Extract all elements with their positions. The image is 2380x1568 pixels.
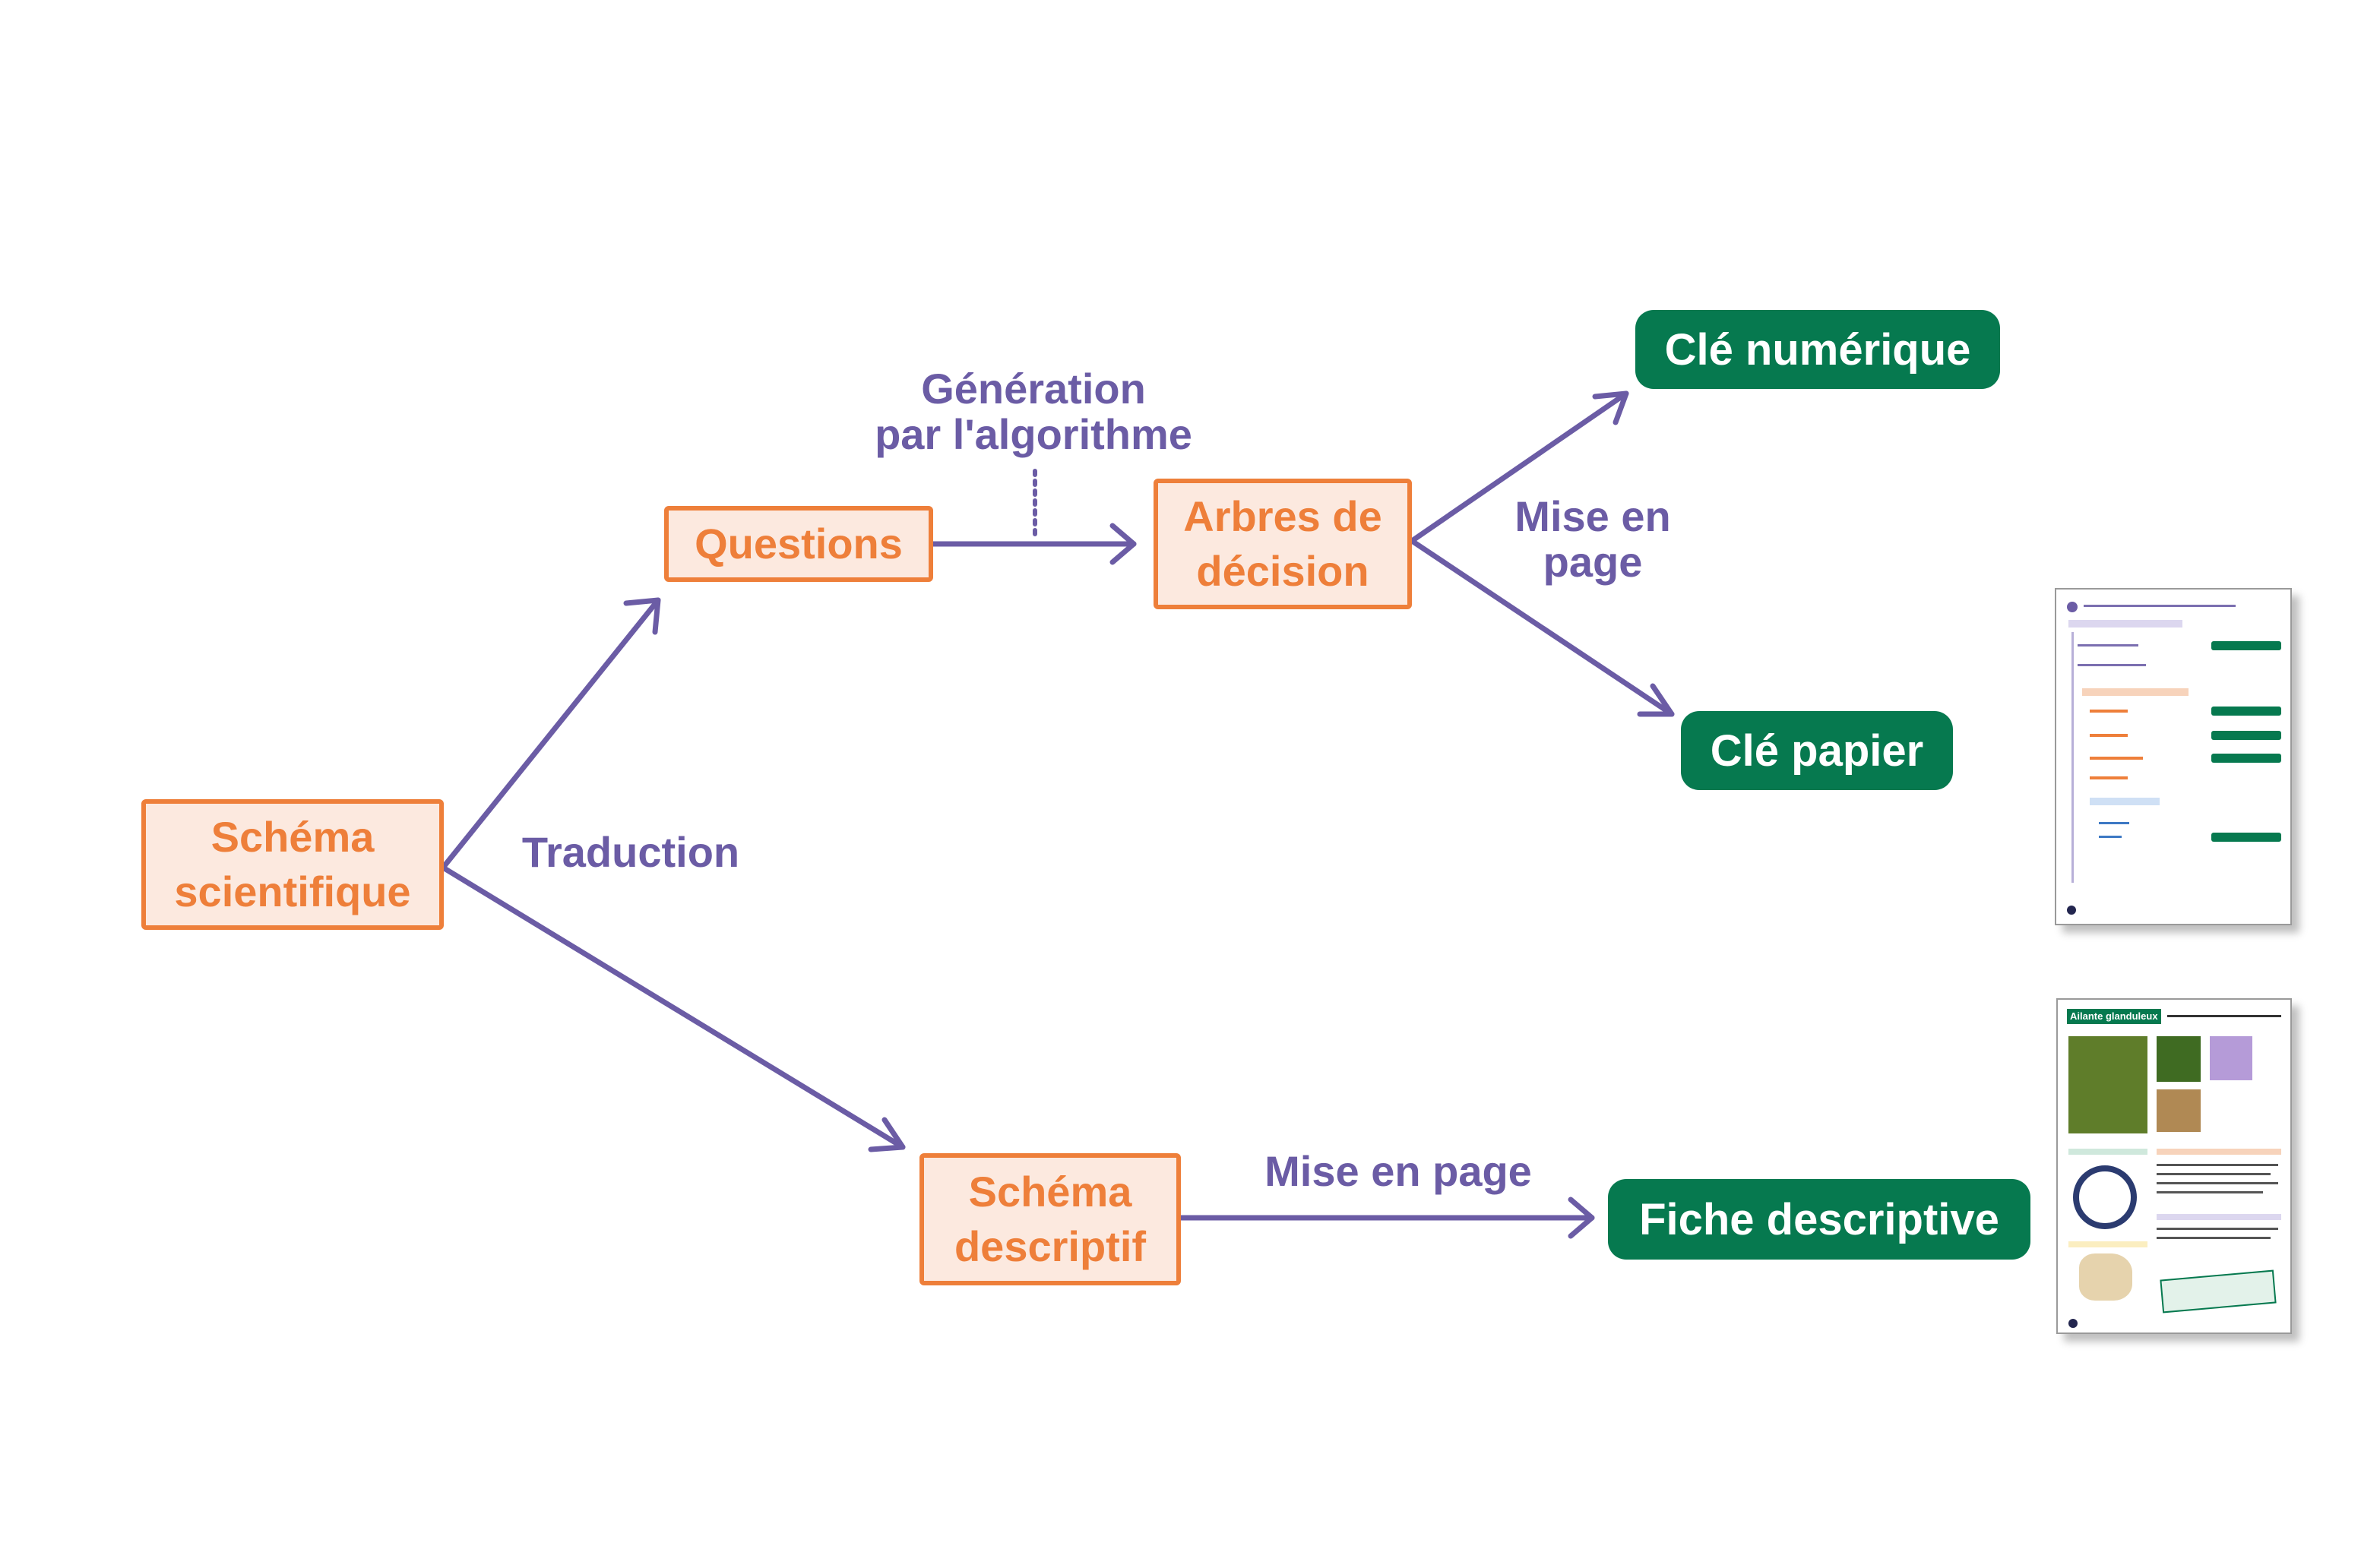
thumb-green-chip-2	[2211, 707, 2281, 716]
thumb-header-line	[2084, 605, 2236, 607]
arrow-schema-to-descriptif	[440, 865, 906, 1150]
arrowhead-descriptif-to-fiche	[1568, 1197, 1595, 1239]
node-cle-papier: Clé papier	[1681, 711, 1953, 790]
thumb-fiche-orange-header	[2157, 1149, 2281, 1155]
arrowhead-arbres-to-cle-papier	[1637, 683, 1675, 717]
thumb-fiche-title: Ailante glanduleux	[2067, 1009, 2161, 1024]
node-fiche-descriptive: Fiche descriptive	[1608, 1179, 2030, 1260]
node-schema-descriptif-line1: Schéma	[968, 1168, 1132, 1216]
thumb-fiche-subtitle	[2167, 1015, 2281, 1017]
node-arbres-line1: Arbres de	[1183, 492, 1382, 540]
thumb-fiche-text-1	[2157, 1164, 2278, 1166]
thumb-green-chip-3	[2211, 731, 2281, 740]
thumb-orange-bar	[2082, 688, 2189, 696]
arrowhead-questions-to-arbres	[1109, 523, 1137, 565]
thumb-fiche-text-6	[2157, 1237, 2271, 1239]
node-fiche-descriptive-label: Fiche descriptive	[1639, 1194, 1999, 1244]
thumb-header-icon	[2067, 602, 2078, 612]
thumb-green-chip-1	[2211, 641, 2281, 650]
thumb-fiche-text-4	[2157, 1191, 2263, 1193]
edge-label-mise-en-page-top-line1: Mise en	[1514, 492, 1671, 540]
node-cle-papier-label: Clé papier	[1710, 726, 1924, 776]
thumb-fiche-page-number	[2068, 1319, 2078, 1328]
thumb-fiche-callout	[2160, 1269, 2277, 1314]
thumb-fiche-text-5	[2157, 1228, 2278, 1230]
node-questions: Questions	[664, 506, 933, 582]
node-cle-numerique-label: Clé numérique	[1664, 324, 1971, 375]
thumb-fiche-photo-4	[2157, 1089, 2201, 1132]
node-schema-descriptif-line2: descriptif	[954, 1222, 1147, 1270]
edge-label-generation-line2: par l'algorithme	[875, 410, 1192, 458]
thumb-row-2	[2078, 664, 2146, 666]
arrow-schema-to-questions	[440, 597, 661, 871]
node-schema-scientifique: Schéma scientifique	[141, 799, 444, 930]
arrow-arbres-to-cle-numerique	[1409, 390, 1629, 544]
node-arbres-de-decision: Arbres de décision	[1154, 479, 1412, 609]
edge-label-generation: Génération par l'algorithme	[843, 366, 1223, 457]
thumb-fiche-photo-main	[2068, 1036, 2147, 1133]
thumb-fiche-calendar-wheel	[2073, 1165, 2137, 1229]
thumb-fiche-purple-header	[2157, 1214, 2281, 1220]
edge-label-mise-en-page-bottom: Mise en page	[1231, 1149, 1565, 1194]
thumb-fiche-photo-3	[2210, 1036, 2252, 1080]
thumb-orange-row-4	[2090, 776, 2128, 779]
thumb-green-chip-5	[2211, 833, 2281, 842]
thumb-fiche-green-header	[2068, 1149, 2147, 1155]
thumb-fiche-photo-2	[2157, 1036, 2201, 1082]
edge-label-traduction: Traduction	[502, 830, 760, 875]
node-arbres-line2: décision	[1196, 547, 1369, 595]
thumb-green-chip-4	[2211, 754, 2281, 763]
thumbnail-cle-papier-page	[2055, 588, 2292, 925]
edge-label-mise-en-page-top: Mise en page	[1486, 494, 1699, 585]
thumb-fiche-map	[2079, 1253, 2132, 1301]
arrowhead-schema-to-questions	[623, 597, 661, 635]
edge-label-mise-en-page-bottom-text: Mise en page	[1264, 1147, 1532, 1195]
edge-label-mise-en-page-top-line2: page	[1543, 538, 1643, 586]
node-schema-scientifique-line1: Schéma	[210, 813, 375, 861]
arrowhead-schema-to-descriptif	[868, 1117, 906, 1152]
node-schema-descriptif: Schéma descriptif	[919, 1153, 1181, 1285]
thumb-orange-row-1	[2090, 710, 2128, 713]
thumb-row-1	[2078, 644, 2138, 646]
edge-label-traduction-text: Traduction	[521, 828, 740, 876]
arrow-arbres-to-cle-papier	[1409, 538, 1675, 717]
thumb-fiche-text-2	[2157, 1173, 2271, 1175]
node-questions-label: Questions	[695, 520, 903, 567]
thumb-vertical-rail	[2071, 632, 2074, 883]
thumb-orange-row-3	[2090, 757, 2143, 760]
thumb-fiche-yellow-header	[2068, 1241, 2147, 1247]
thumb-orange-row-2	[2090, 734, 2128, 737]
thumb-fiche-text-3	[2157, 1182, 2278, 1184]
arrowhead-arbres-to-cle-numerique	[1592, 390, 1629, 425]
thumb-question-bar	[2068, 620, 2182, 628]
edge-label-generation-line1: Génération	[921, 365, 1146, 413]
thumb-row-3	[2099, 822, 2129, 824]
node-schema-scientifique-line2: scientifique	[174, 868, 411, 915]
node-cle-numerique: Clé numérique	[1635, 310, 2000, 389]
thumbnail-fiche-descriptive-page: Ailante glanduleux	[2056, 998, 2292, 1334]
thumb-page-number	[2067, 906, 2076, 915]
thumb-blue-bar	[2090, 798, 2160, 805]
thumb-row-4	[2099, 836, 2122, 838]
